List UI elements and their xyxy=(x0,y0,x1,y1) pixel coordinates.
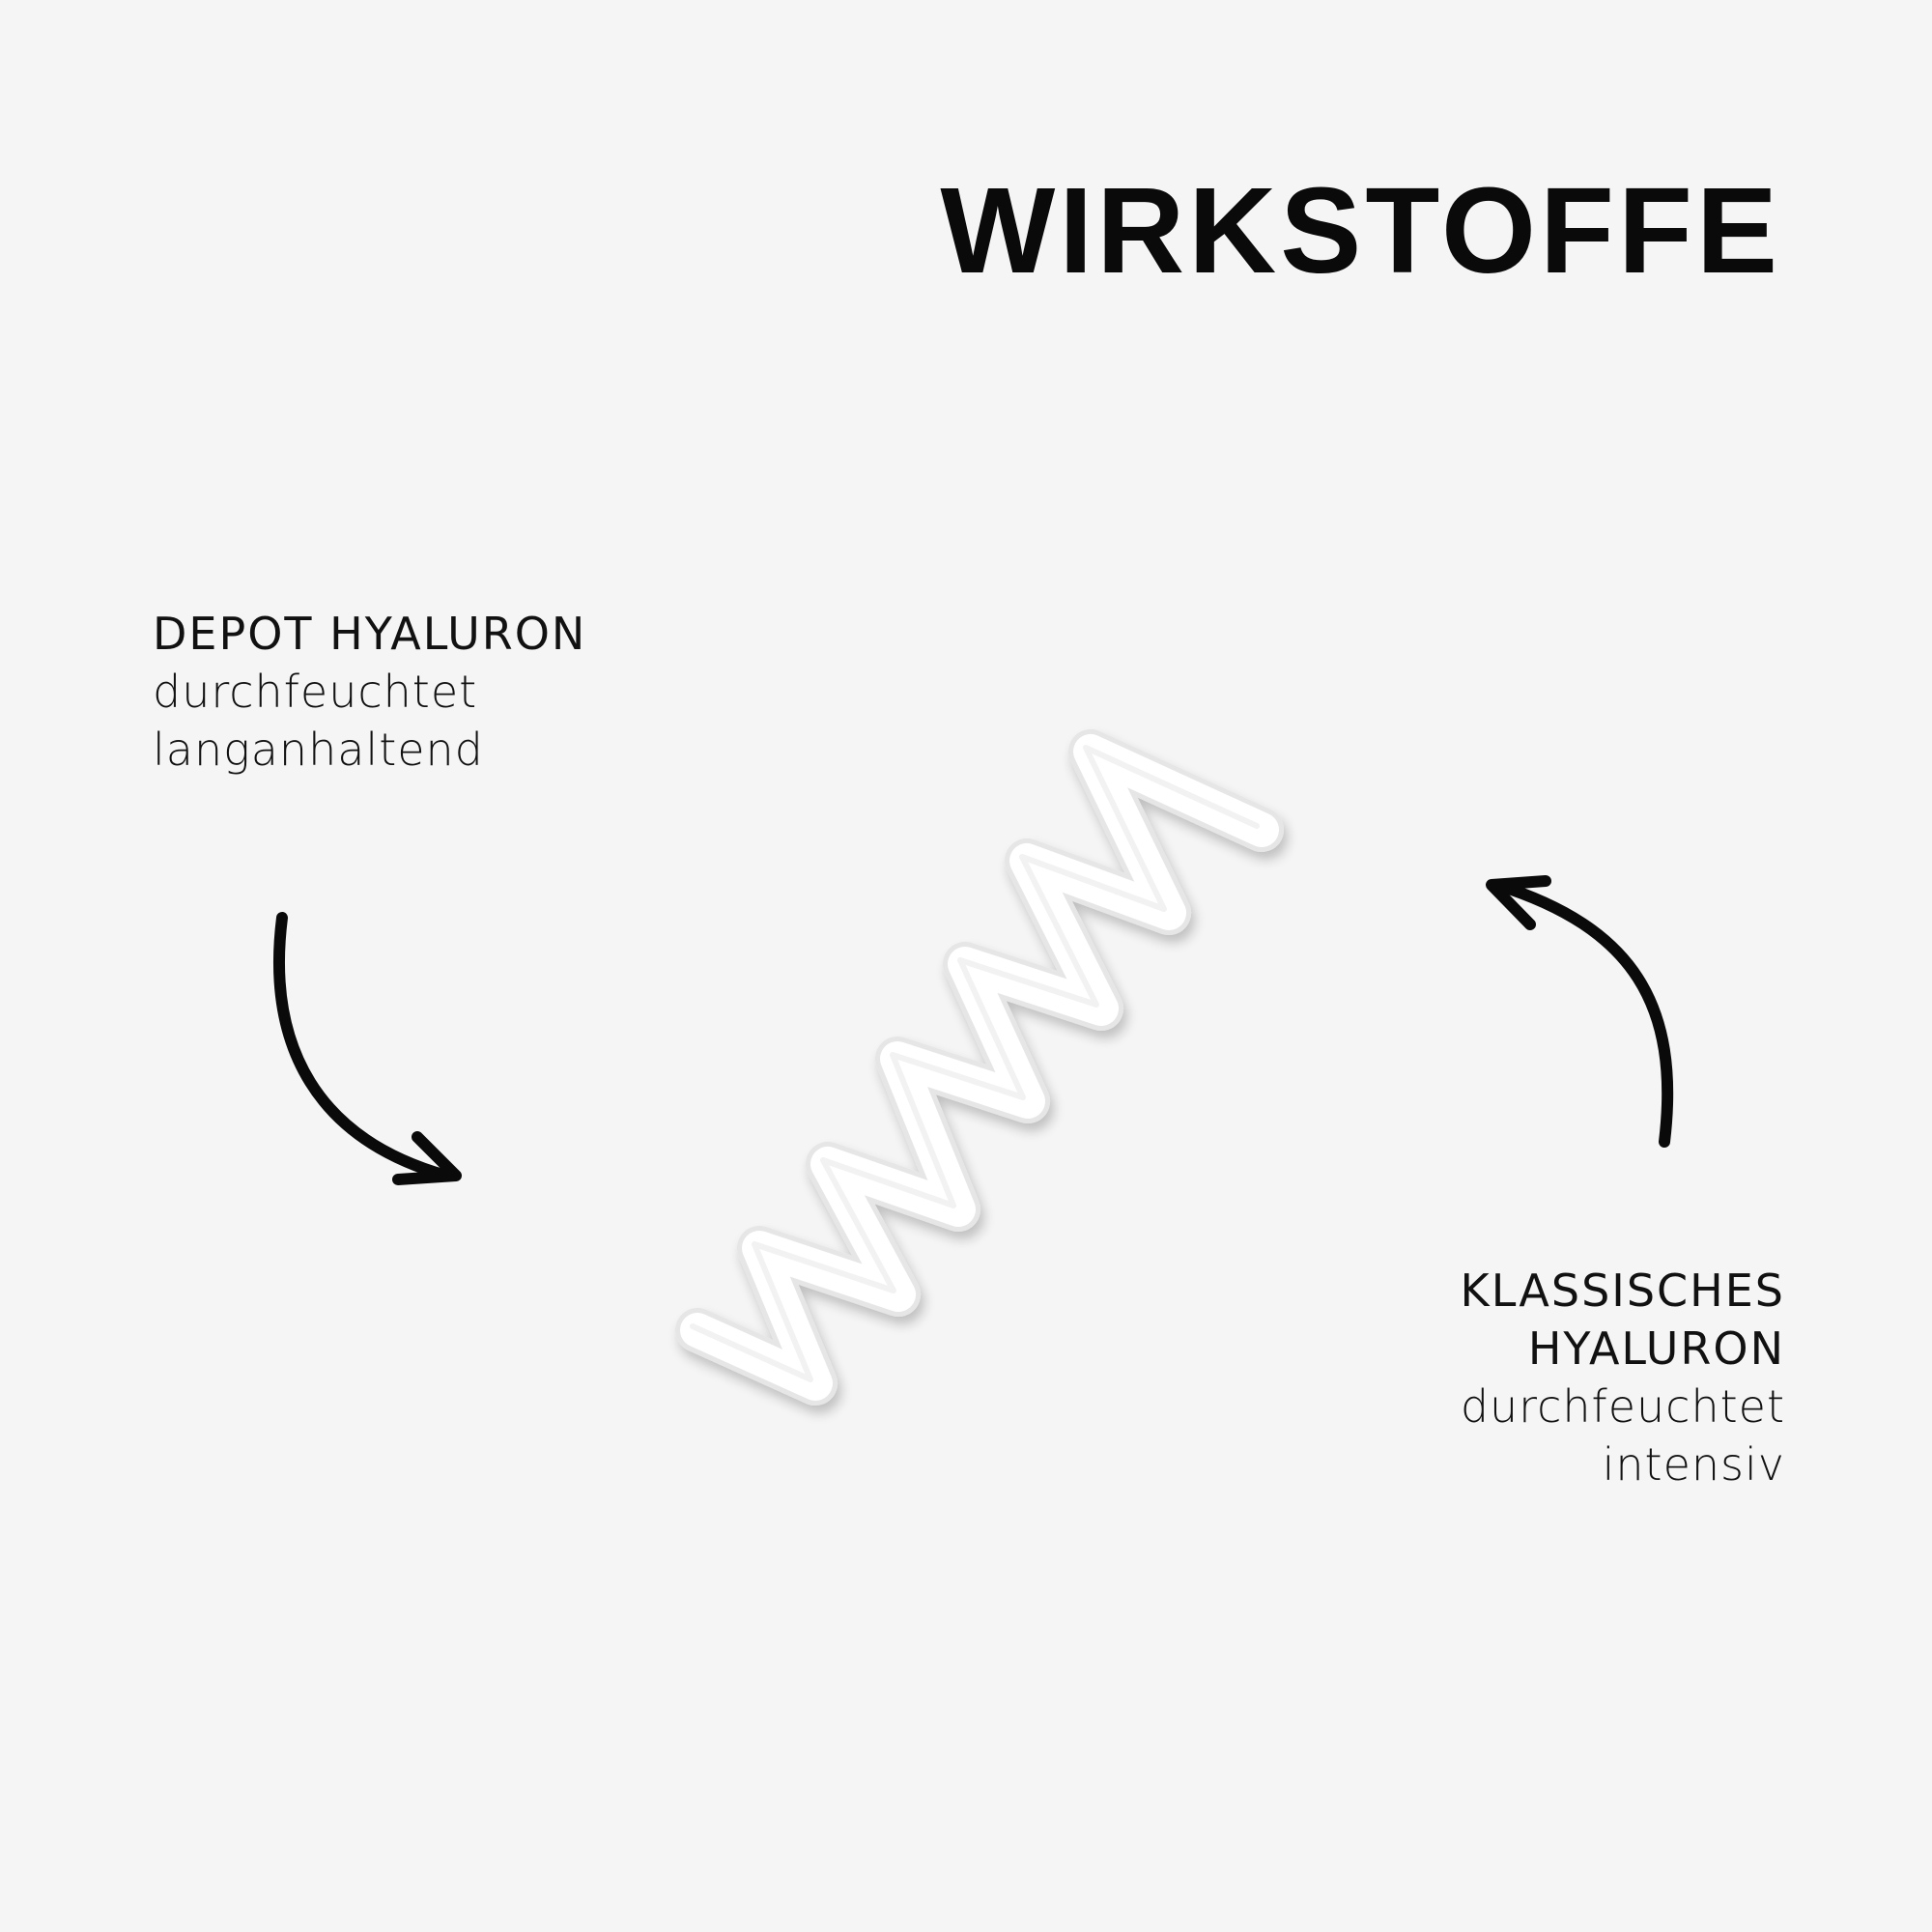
page-title: WIRKSTOFFE xyxy=(940,162,1781,298)
cream-swatch-squiggle xyxy=(675,729,1284,1406)
klassisches-hyaluron-label: KLASSISCHES HYALURON durchfeuchtet inten… xyxy=(1461,1262,1785,1493)
depot-hyaluron-label: DEPOT HYALURON durchfeuchtet langanhalte… xyxy=(153,605,586,779)
depot-hyaluron-desc-line1: durchfeuchtet xyxy=(153,666,478,718)
depot-hyaluron-heading: DEPOT HYALURON xyxy=(153,608,587,660)
klassisches-hyaluron-desc-line2: intensiv xyxy=(1602,1438,1785,1491)
curved-arrow-down-right-icon xyxy=(273,912,462,1185)
klassisches-hyaluron-heading-line1: KLASSISCHES xyxy=(1460,1264,1785,1317)
klassisches-hyaluron-heading-line2: HYALURON xyxy=(1527,1322,1785,1375)
depot-hyaluron-desc-line2: langanhaltend xyxy=(153,724,484,776)
klassisches-hyaluron-desc-line1: durchfeuchtet xyxy=(1460,1380,1785,1433)
curved-arrow-up-left-icon xyxy=(1486,875,1674,1148)
